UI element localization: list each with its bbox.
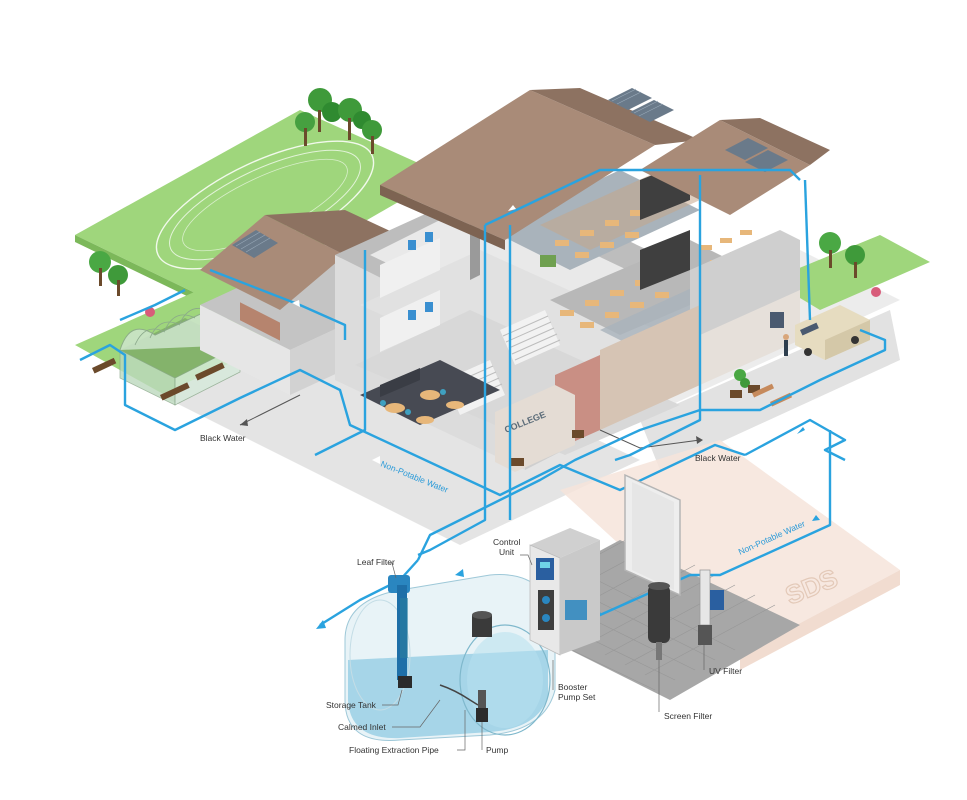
screen-filter-unit: [648, 582, 670, 660]
label-leaf-filter: Leaf Filter: [357, 557, 395, 567]
inspection-chamber: [472, 615, 492, 637]
roof-left: [200, 215, 345, 310]
leader-lines: [382, 554, 705, 751]
roof-main: [380, 90, 655, 240]
label-pump: Pump: [486, 745, 508, 755]
entrance-wall: [495, 385, 575, 472]
label-control-unit-line1: Control: [493, 537, 521, 547]
uv-filter-unit: [698, 569, 724, 645]
storage-tank: [344, 574, 556, 741]
label-uv-filter: UV Filter: [709, 666, 742, 676]
black-water-pipes: [239, 394, 703, 449]
label-booster-pump-set-line1: Booster: [558, 682, 587, 692]
trees: [89, 88, 881, 388]
label-black-water-right: Black Water: [695, 453, 741, 463]
control-unit: [529, 528, 600, 656]
college-building: COLLEGE: [200, 88, 870, 472]
label-floating-extraction-pipe: Floating Extraction Pipe: [349, 745, 439, 755]
leaf-filter: [388, 575, 412, 688]
sports-field: [75, 110, 445, 305]
label-screen-filter: Screen Filter: [664, 711, 712, 721]
label-calmed-inlet: Calmed Inlet: [338, 722, 386, 732]
label-control-unit-line2: Unit: [499, 547, 515, 557]
label-storage-tank: Storage Tank: [326, 700, 377, 710]
label-black-water-left: Black Water: [200, 433, 246, 443]
van: [795, 305, 870, 360]
label-booster-pump-set-line2: Pump Set: [558, 692, 596, 702]
